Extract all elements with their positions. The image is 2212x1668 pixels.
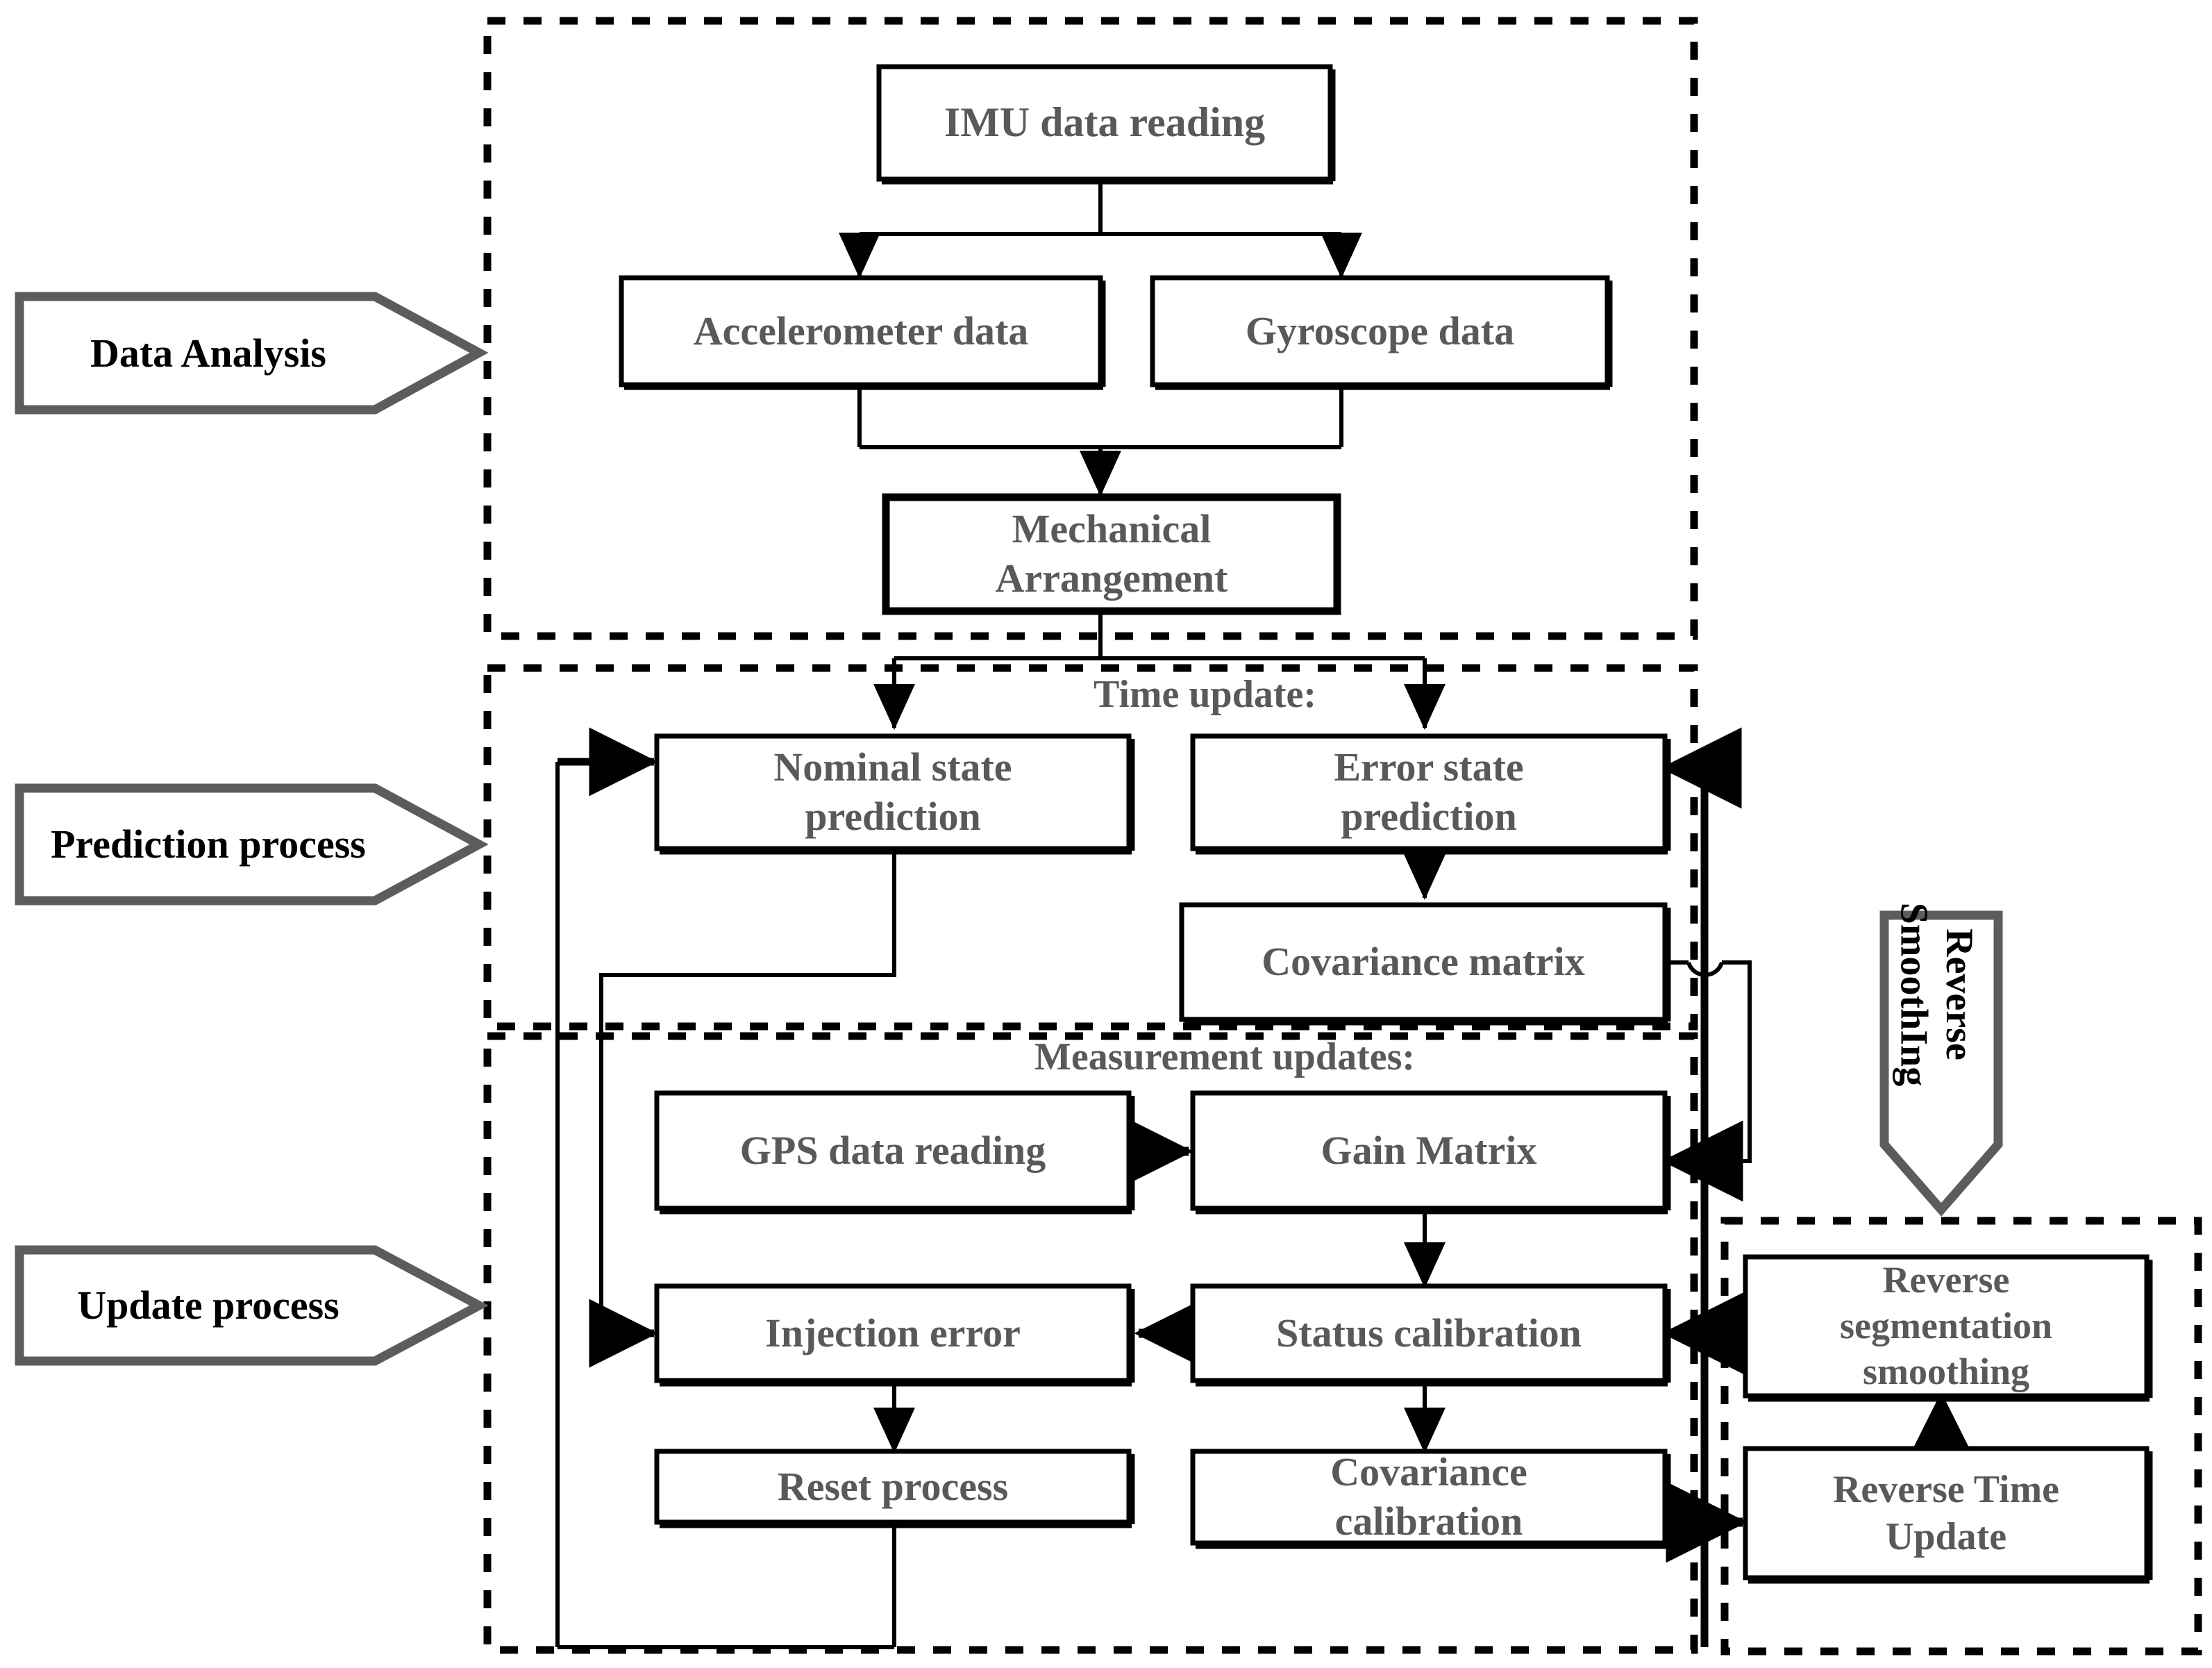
edge-reset-to-nominal [555, 727, 896, 1649]
label-measurement-updates: Measurement updates: [1034, 1035, 1416, 1078]
banner-update-process [15, 1245, 489, 1366]
node-covariance-calibration[interactable] [1190, 1449, 1671, 1549]
node-gps-data-reading[interactable] [654, 1090, 1135, 1215]
banner-data-analysis [15, 292, 489, 415]
edge-imu-to-sensors [839, 179, 1362, 278]
node-gyroscope-data[interactable] [1150, 275, 1613, 390]
banner-label-reverse-smoothing: Reverse SmoothIng [1884, 903, 1998, 1201]
edge-revseg-to-status [1661, 1292, 1745, 1374]
edge-nominal-to-injection [589, 849, 896, 1368]
node-injection-error[interactable] [654, 1283, 1135, 1387]
node-error-state-prediction[interactable] [1190, 733, 1671, 855]
edge-sensors-to-mechanical [857, 385, 1343, 497]
banner-label-update-process: Update process [77, 1283, 340, 1328]
section-border-update-process [483, 1032, 1698, 1654]
banner-prediction-process [15, 783, 489, 906]
section-border-reverse-smoothing [1720, 1217, 2202, 1656]
edge-mechanical-to-predictions [873, 611, 1446, 730]
banner-label-data-analysis: Data Analysis [90, 330, 326, 376]
node-gain-matrix[interactable] [1190, 1090, 1671, 1215]
section-border-prediction-process [483, 664, 1698, 1031]
label-time-update: Time update: [1094, 673, 1316, 716]
section-border-data-analysis [483, 17, 1698, 640]
node-nominal-state-prediction[interactable] [654, 733, 1135, 855]
reverse-smoothing-line2: SmoothIng [1892, 902, 1935, 1087]
node-imu-data-reading[interactable] [876, 64, 1336, 185]
node-mechanical-arrangement[interactable] [882, 493, 1341, 615]
node-accelerometer-data[interactable] [619, 275, 1106, 390]
node-covariance-matrix[interactable] [1179, 902, 1671, 1026]
node-status-calibration[interactable] [1190, 1283, 1671, 1387]
node-reset-process[interactable] [654, 1449, 1135, 1528]
banner-reverse-smoothing [1879, 910, 2003, 1217]
banner-label-prediction-process: Prediction process [51, 822, 366, 867]
node-reverse-time-update[interactable] [1743, 1446, 2153, 1584]
node-reverse-segmentation-smoothing[interactable] [1743, 1254, 2153, 1402]
